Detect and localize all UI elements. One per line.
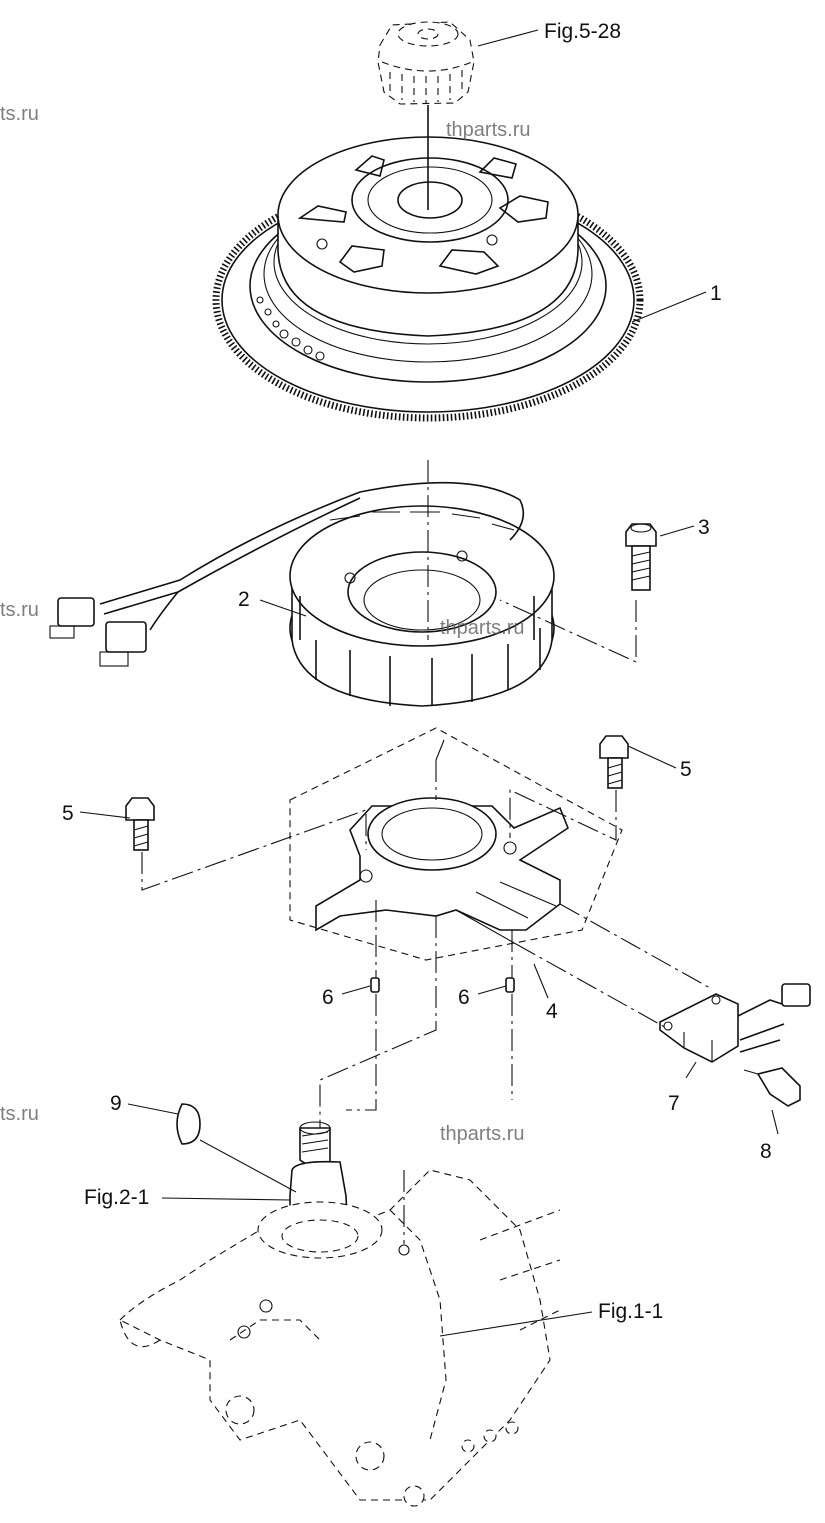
watermark-4: thparts.ru (440, 617, 524, 639)
watermark-5: ts.ru (0, 1103, 39, 1125)
label-part-8: 8 (760, 1140, 772, 1163)
label-fig-1-1: Fig.1-1 (598, 1300, 663, 1323)
label-part-7: 7 (668, 1092, 680, 1115)
label-part-6-right: 6 (458, 986, 470, 1009)
dowel-pin-left (370, 977, 380, 993)
woodruff-key (176, 1103, 201, 1145)
bolt-part-8 (743, 1067, 801, 1107)
bolt-part-5-right (599, 735, 629, 789)
watermark-1: ts.ru (0, 103, 39, 125)
watermark-2: thparts.ru (446, 119, 530, 141)
label-part-9: 9 (110, 1092, 122, 1115)
label-part-4: 4 (546, 1000, 558, 1023)
stator-assembly (49, 481, 555, 707)
cylinder-block-phantom (119, 1169, 561, 1507)
pulser-coil-bracket (289, 727, 623, 961)
flywheel-magneto (212, 136, 644, 422)
leader-lines (79, 29, 779, 1337)
label-part-5-left: 5 (62, 802, 74, 825)
watermark-3: ts.ru (0, 599, 39, 621)
label-part-1: 1 (710, 282, 722, 305)
label-part-3: 3 (698, 516, 710, 539)
label-fig-5-28: Fig.5-28 (544, 20, 621, 43)
flywheel-nut-phantom (377, 21, 475, 105)
watermark-6: thparts.ru (440, 1123, 524, 1145)
bolt-part-3 (625, 523, 657, 591)
pulser-coil (659, 983, 811, 1063)
label-part-2: 2 (238, 588, 250, 611)
label-part-6-left: 6 (322, 986, 334, 1009)
bolt-part-5-left (125, 797, 155, 851)
assembly-center-lines (141, 105, 785, 1244)
label-fig-2-1: Fig.2-1 (84, 1186, 149, 1209)
label-part-5-right: 5 (680, 758, 692, 781)
dowel-pin-right (505, 977, 515, 993)
